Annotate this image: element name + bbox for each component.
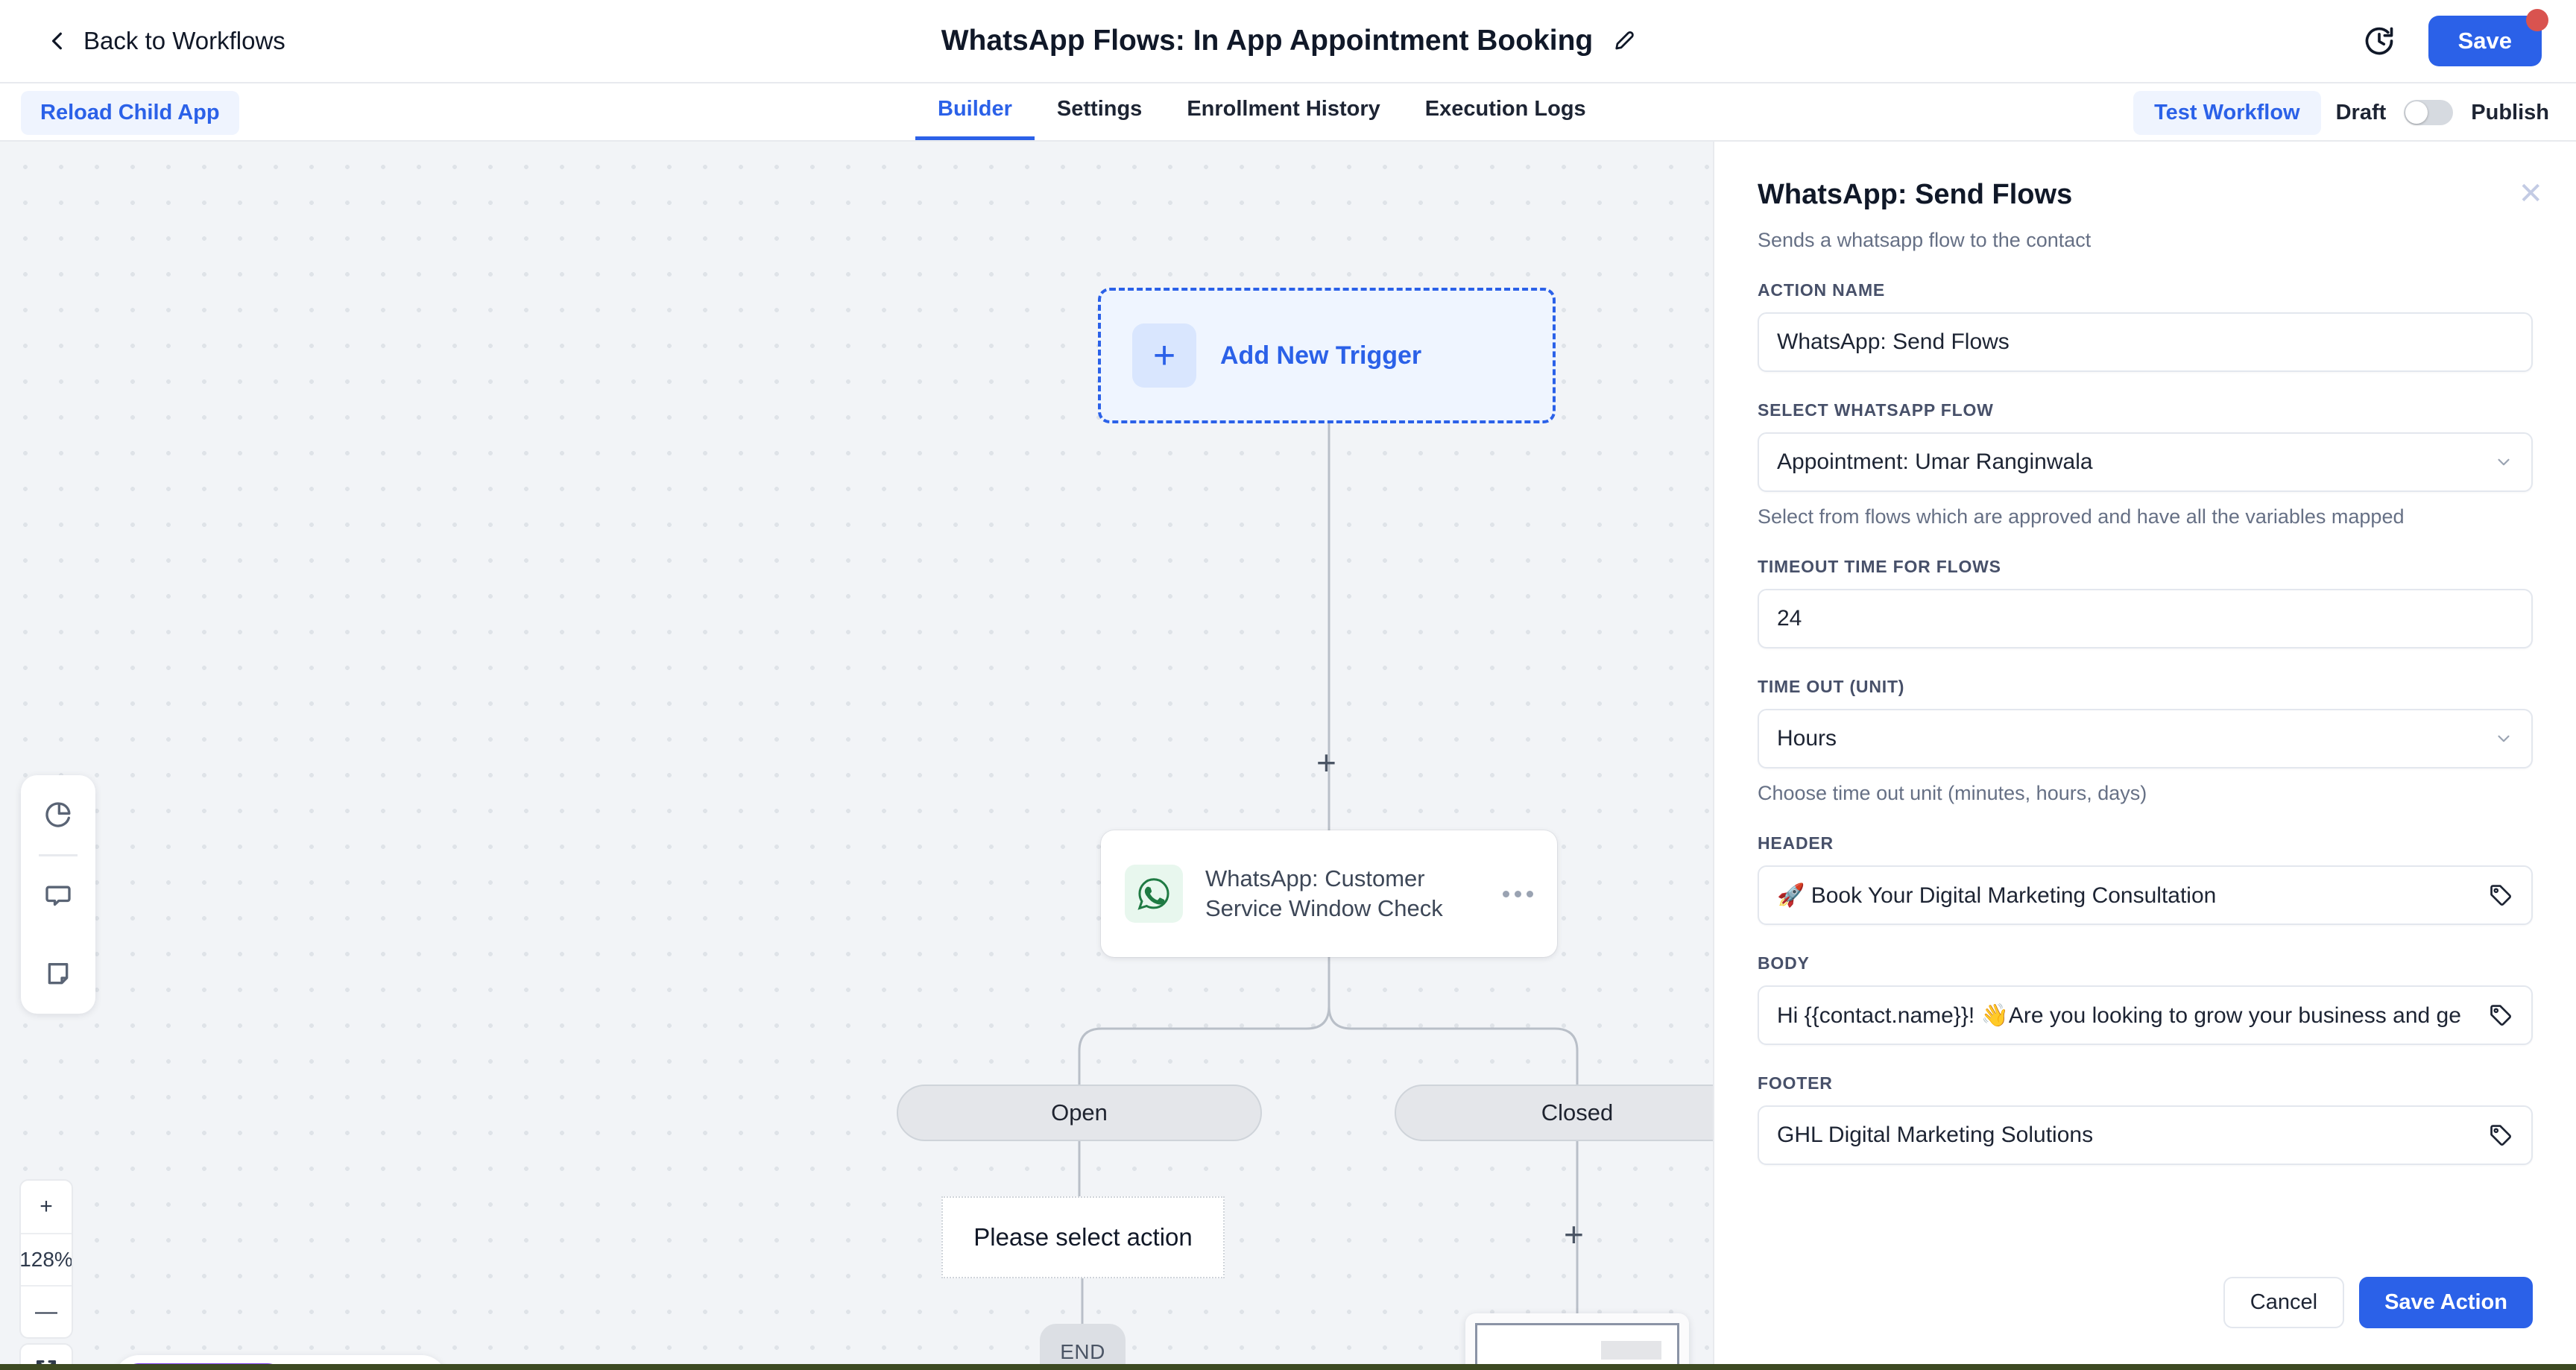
field-label: TIMEOUT TIME FOR FLOWS bbox=[1758, 557, 2001, 576]
tab-bar: Builder Settings Enrollment History Exec… bbox=[915, 83, 1609, 142]
history-clock-icon[interactable] bbox=[2363, 25, 2396, 57]
trigger-plus-glyph: + bbox=[1152, 334, 1176, 377]
cancel-button[interactable]: Cancel bbox=[2223, 1277, 2345, 1328]
timeout-unit-value: Hours bbox=[1777, 726, 1837, 751]
save-action-button[interactable]: Save Action bbox=[2359, 1277, 2533, 1328]
tab-execution-logs[interactable]: Execution Logs bbox=[1424, 97, 1586, 121]
test-workflow-button[interactable]: Test Workflow bbox=[2133, 90, 2321, 135]
whatsapp-flow-helper: Select from flows which are approved and… bbox=[1758, 505, 2405, 528]
field-label: HEADER bbox=[1758, 833, 1834, 853]
header-input[interactable]: 🚀 Book Your Digital Marketing Consultati… bbox=[1758, 865, 2533, 925]
field-body: BODY Hi {{contact.name}}! 👋Are you looki… bbox=[1758, 953, 2533, 1045]
header-value: 🚀 Book Your Digital Marketing Consultati… bbox=[1777, 883, 2217, 908]
whatsapp-icon bbox=[1125, 865, 1183, 923]
chevron-left-icon bbox=[51, 32, 62, 50]
unsaved-changes-dot bbox=[2526, 9, 2548, 31]
field-label: TIME OUT (UNIT) bbox=[1758, 677, 1905, 696]
whatsapp-flow-select[interactable]: Appointment: Umar Ranginwala bbox=[1758, 432, 2533, 492]
whatsapp-glyph bbox=[1137, 878, 1169, 910]
field-action-name: ACTION NAME WhatsApp: Send Flows bbox=[1758, 280, 2533, 372]
comment-icon[interactable] bbox=[21, 856, 95, 935]
canvas-side-toolbar bbox=[21, 775, 95, 1014]
minimap-node bbox=[1601, 1341, 1661, 1360]
field-footer: FOOTER GHL Digital Marketing Solutions bbox=[1758, 1073, 2533, 1165]
tag-icon[interactable] bbox=[2488, 1003, 2513, 1028]
sticky-note-icon[interactable] bbox=[21, 935, 95, 1014]
pie-chart-icon[interactable] bbox=[21, 775, 95, 854]
timeout-unit-select[interactable]: Hours bbox=[1758, 709, 2533, 768]
whatsapp-flow-value: Appointment: Umar Ranginwala bbox=[1777, 449, 2093, 474]
zoom-controls: + 128% — bbox=[19, 1179, 73, 1339]
plus-icon: + bbox=[1132, 323, 1196, 388]
sticky-note-glyph bbox=[48, 963, 69, 985]
bottom-edge-strip bbox=[0, 1364, 2576, 1370]
field-label: BODY bbox=[1758, 953, 1810, 973]
action-name-input[interactable]: WhatsApp: Send Flows bbox=[1758, 312, 2533, 372]
chevron-down-icon bbox=[2498, 735, 2510, 742]
toolbar-divider bbox=[39, 853, 78, 856]
timeout-time-value: 24 bbox=[1777, 606, 1802, 631]
field-label: ACTION NAME bbox=[1758, 280, 1886, 300]
field-timeout-time: TIMEOUT TIME FOR FLOWS 24 bbox=[1758, 557, 2533, 648]
branch-pill-closed[interactable]: Closed bbox=[1395, 1085, 1713, 1141]
please-select-action-node[interactable]: Please select action bbox=[941, 1196, 1225, 1278]
field-select-whatsapp-flow: SELECT WHATSAPP FLOW Appointment: Umar R… bbox=[1758, 400, 2533, 528]
zoom-in-button[interactable]: + bbox=[40, 1194, 53, 1219]
add-new-trigger-node[interactable]: + Add New Trigger bbox=[1098, 288, 1556, 423]
field-label: FOOTER bbox=[1758, 1073, 1833, 1093]
comment-glyph bbox=[45, 886, 71, 906]
add-step-button-closed-branch[interactable]: + bbox=[1564, 1215, 1584, 1254]
footer-input[interactable]: GHL Digital Marketing Solutions bbox=[1758, 1105, 2533, 1165]
publish-label: Publish bbox=[2471, 100, 2549, 124]
back-to-workflows-label: Back to Workflows bbox=[83, 27, 285, 54]
action-node-title: WhatsApp: Customer Service Window Check bbox=[1205, 865, 1443, 921]
panel-subtitle: Sends a whatsapp flow to the contact bbox=[1758, 229, 2092, 251]
add-new-trigger-label: Add New Trigger bbox=[1220, 341, 1422, 370]
zoom-level-label: 128% bbox=[21, 1233, 72, 1285]
save-button-label: Save bbox=[2457, 28, 2512, 54]
field-label: SELECT WHATSAPP FLOW bbox=[1758, 400, 1994, 420]
panel-footer-actions: Cancel Save Action bbox=[2223, 1277, 2533, 1328]
workflow-title-group: WhatsApp Flows: In App Appointment Booki… bbox=[941, 25, 1635, 57]
add-step-button-trigger-to-action[interactable]: + bbox=[1316, 743, 1336, 782]
workflow-action-node[interactable]: WhatsApp: Customer Service Window Check bbox=[1101, 830, 1557, 957]
panel-title: WhatsApp: Send Flows bbox=[1758, 179, 2073, 210]
tab-enrollment-history[interactable]: Enrollment History bbox=[1187, 97, 1380, 121]
timeout-time-input[interactable]: 24 bbox=[1758, 589, 2533, 648]
publish-toggle-knob bbox=[2405, 101, 2428, 124]
sub-toolbar-right: Test Workflow Draft Publish bbox=[2133, 83, 2549, 142]
action-name-value: WhatsApp: Send Flows bbox=[1777, 329, 2010, 354]
close-icon[interactable]: ✕ bbox=[2518, 177, 2543, 210]
draft-label: Draft bbox=[2335, 100, 2387, 124]
top-bar: Back to Workflows WhatsApp Flows: In App… bbox=[0, 0, 2576, 83]
branch-pill-open[interactable]: Open bbox=[897, 1085, 1262, 1141]
body-value: Hi {{contact.name}}! 👋Are you looking to… bbox=[1777, 1003, 2461, 1028]
tab-builder[interactable]: Builder bbox=[915, 83, 1035, 140]
tab-settings[interactable]: Settings bbox=[1056, 97, 1143, 121]
pencil-icon[interactable] bbox=[1612, 30, 1635, 52]
chevron-down-icon bbox=[2498, 458, 2510, 466]
page-title: WhatsApp Flows: In App Appointment Booki… bbox=[941, 25, 1594, 57]
timeout-unit-helper: Choose time out unit (minutes, hours, da… bbox=[1758, 782, 2147, 804]
body-input[interactable]: Hi {{contact.name}}! 👋Are you looking to… bbox=[1758, 985, 2533, 1045]
canvas-minimap[interactable] bbox=[1465, 1313, 1689, 1370]
tag-icon[interactable] bbox=[2488, 883, 2513, 908]
sub-toolbar: Reload Child App Builder Settings Enroll… bbox=[0, 83, 2576, 142]
pie-chart-glyph bbox=[45, 802, 71, 827]
field-timeout-unit: TIME OUT (UNIT) Hours Choose time out un… bbox=[1758, 677, 2533, 805]
reload-child-app-button[interactable]: Reload Child App bbox=[21, 91, 239, 135]
back-to-workflows-button[interactable]: Back to Workflows bbox=[48, 27, 285, 55]
footer-value: GHL Digital Marketing Solutions bbox=[1777, 1123, 2094, 1147]
workflow-canvas[interactable]: + Add New Trigger + WhatsApp: Customer S… bbox=[0, 142, 1713, 1370]
publish-toggle[interactable] bbox=[2404, 100, 2454, 125]
zoom-out-button[interactable]: — bbox=[21, 1285, 72, 1337]
tag-icon[interactable] bbox=[2488, 1123, 2513, 1148]
save-button[interactable]: Save bbox=[2428, 9, 2548, 66]
end-node: END bbox=[1040, 1324, 1126, 1370]
field-header: HEADER 🚀 Book Your Digital Marketing Con… bbox=[1758, 833, 2533, 925]
minimap-viewport bbox=[1475, 1323, 1679, 1370]
action-settings-panel: WhatsApp: Send Flows Sends a whatsapp fl… bbox=[1713, 142, 2576, 1370]
more-horizontal-icon[interactable] bbox=[1503, 890, 1533, 897]
top-bar-actions: Save bbox=[2363, 9, 2548, 66]
